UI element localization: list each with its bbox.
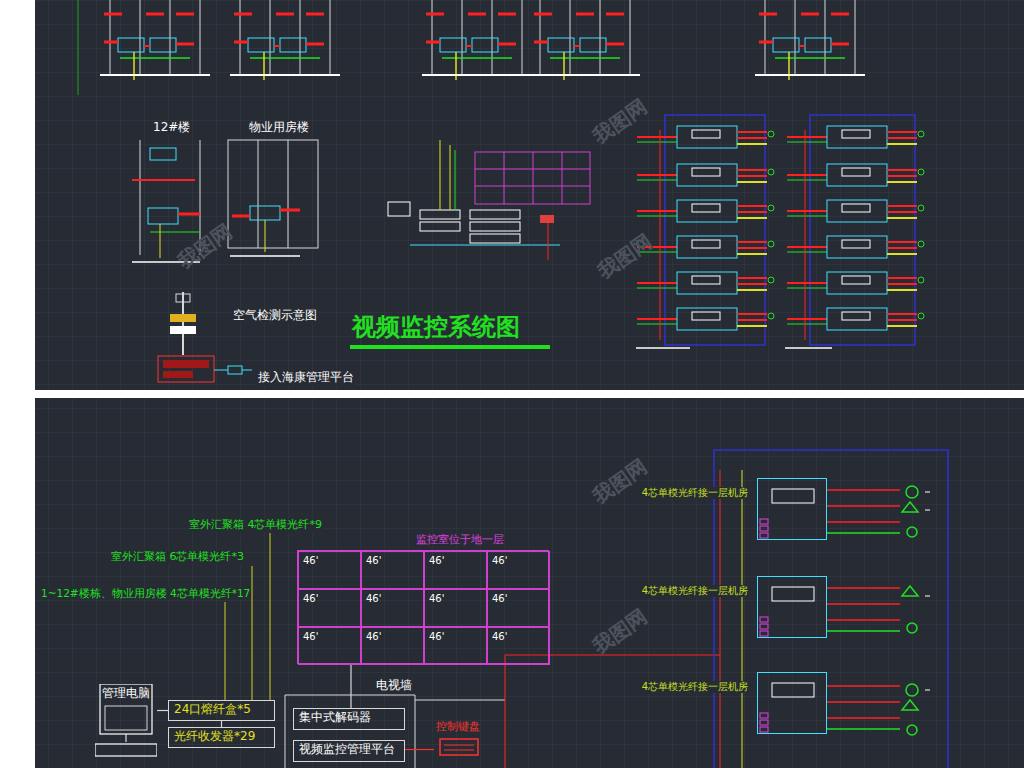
figure-caption: 空气检测示意图	[232, 309, 318, 323]
wall-screen: 46'	[424, 627, 487, 665]
fiber-label: 室外汇聚箱 6芯单模光纤*3	[110, 551, 245, 564]
screen-size: 46'	[492, 631, 507, 643]
screen-size: 46'	[366, 593, 381, 605]
switch-detail	[758, 479, 828, 541]
screen-size: 46'	[303, 555, 318, 567]
control-keyboard: 控制键盘	[434, 721, 484, 759]
platform-note: 接入海康管理平台	[257, 371, 355, 385]
management-computer: 管理电脑	[95, 684, 157, 758]
screen-size: 46'	[303, 631, 318, 643]
switch-box: 4芯单模光纤接一层机房	[757, 672, 827, 734]
wall-screen: 46'	[487, 589, 550, 627]
connector	[157, 710, 168, 711]
fiber-note: 4芯单模光纤接一层机房	[640, 681, 750, 693]
building-label: 12#楼	[152, 121, 191, 135]
wall-screen: 46'	[298, 589, 361, 627]
box-label: 视频监控管理平台	[299, 743, 395, 757]
wall-screen: 46'	[298, 551, 361, 589]
wall-screen: 46'	[361, 627, 424, 665]
wall-caption: 电视墙	[376, 679, 412, 693]
platform-box: 视频监控管理平台	[293, 740, 405, 762]
screen-size: 46'	[429, 631, 444, 643]
connector	[350, 664, 351, 708]
video-wall: 监控室位于地一层电视墙46'46'46'46'46'46'46'46'46'46…	[297, 550, 549, 664]
building-label: 物业用房楼	[248, 121, 310, 135]
wall-screen: 46'	[487, 627, 550, 665]
fiber-box: 24口熔纤盒*5	[168, 700, 275, 721]
wall-screen: 46'	[361, 589, 424, 627]
diagram-title: 视频监控系统图	[352, 314, 520, 342]
wall-heading: 监控室位于地一层	[416, 534, 504, 547]
screen-size: 46'	[429, 555, 444, 567]
wall-screen: 46'	[487, 551, 550, 589]
screen-size: 46'	[492, 593, 507, 605]
box-label: 集中式解码器	[299, 711, 371, 725]
decoder-box: 集中式解码器	[293, 708, 405, 730]
screen-size: 46'	[492, 555, 507, 567]
screen-size: 46'	[366, 631, 381, 643]
wall-screen: 46'	[361, 551, 424, 589]
switch-detail	[758, 673, 828, 735]
fiber-note: 4芯单模光纤接一层机房	[640, 585, 750, 597]
switch-detail	[758, 577, 828, 639]
fiber-label: 1~12#楼栋、物业用房楼 4芯单模光纤*17	[40, 587, 251, 599]
switch-box: 4芯单模光纤接一层机房	[757, 576, 827, 638]
fiber-label: 室外汇聚箱 4芯单模光纤*9	[188, 519, 323, 532]
computer-label: 管理电脑	[102, 687, 150, 701]
wall-screen: 46'	[298, 627, 361, 665]
fiber-note: 4芯单模光纤接一层机房	[640, 487, 750, 499]
screen-size: 46'	[366, 555, 381, 567]
wall-screen: 46'	[424, 551, 487, 589]
switch-box: 4芯单模光纤接一层机房	[757, 478, 827, 540]
wall-screen: 46'	[424, 589, 487, 627]
fiber-transceiver: 光纤收发器*29	[168, 727, 275, 748]
screen-size: 46'	[303, 593, 318, 605]
screen-size: 46'	[429, 593, 444, 605]
box-label: 光纤收发器*29	[174, 730, 255, 744]
connector	[405, 749, 434, 750]
box-label: 24口熔纤盒*5	[174, 703, 251, 717]
keyboard-label: 控制键盘	[436, 721, 480, 734]
